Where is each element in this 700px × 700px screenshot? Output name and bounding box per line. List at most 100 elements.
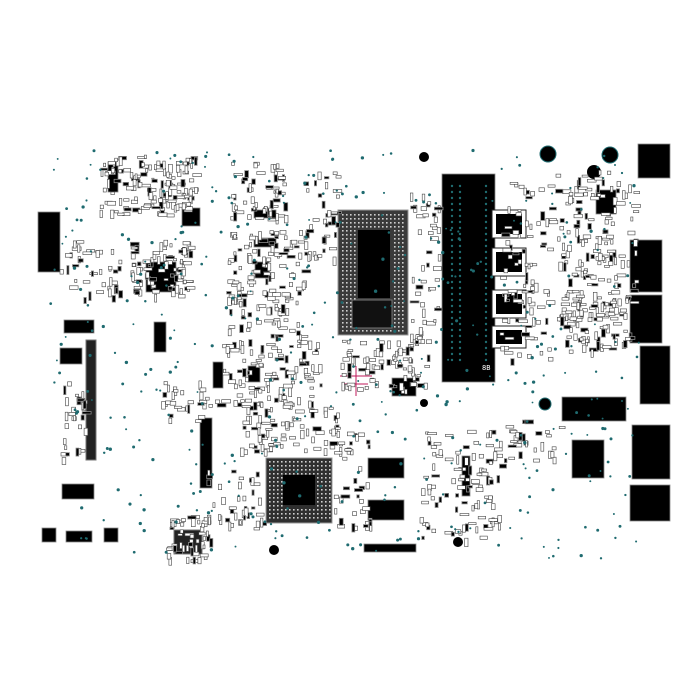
via: [392, 390, 395, 394]
bga-pin: [289, 513, 291, 515]
slot-hole: [450, 250, 454, 254]
via: [86, 320, 89, 324]
bga-pin: [285, 473, 287, 475]
bga-pin: [325, 477, 327, 479]
passive-component: [184, 165, 189, 174]
bga-pin: [402, 242, 404, 244]
passive-component: [273, 174, 278, 183]
bga-pin: [305, 461, 307, 463]
via: [391, 280, 395, 283]
passive-component: [367, 444, 371, 450]
via: [252, 155, 255, 159]
passive-component: [614, 257, 617, 266]
passive-component: [278, 176, 286, 180]
passive-component: [328, 247, 338, 251]
passive-component: [269, 407, 273, 413]
via: [507, 378, 510, 382]
passive-component: [241, 405, 251, 409]
passive-component: [545, 317, 549, 325]
passive-component: [102, 187, 107, 193]
passive-component: [491, 429, 497, 435]
passive-component: [454, 506, 459, 513]
passive-component: [555, 173, 562, 178]
passive-component: [254, 449, 260, 454]
passive-component: [216, 402, 227, 408]
passive-component: [568, 192, 574, 197]
passive-component: [496, 453, 503, 458]
passive-component: [633, 210, 640, 214]
passive-component: [610, 186, 614, 193]
via: [227, 196, 231, 200]
bga-pin: [398, 262, 400, 264]
passive-component: [206, 479, 211, 487]
slot-hole: [450, 310, 454, 314]
bga-pin: [354, 282, 356, 284]
bga-pin: [402, 266, 404, 268]
passive-component: [464, 537, 469, 548]
passive-component: [355, 434, 359, 442]
via: [246, 222, 250, 226]
passive-component: [427, 488, 432, 496]
passive-component: [247, 275, 255, 280]
passive-component: [618, 254, 626, 258]
bga-pin: [321, 477, 323, 479]
passive-component: [163, 381, 168, 386]
passive-component: [88, 291, 92, 301]
passive-component: [295, 300, 299, 306]
passive-component: [271, 346, 279, 350]
via: [282, 388, 285, 392]
bga-pin: [281, 517, 283, 519]
passive-component: [228, 521, 232, 532]
bga-pin: [402, 322, 404, 324]
bga-pin: [293, 517, 295, 519]
passive-component: [253, 162, 258, 169]
bga-pin: [309, 465, 311, 467]
passive-component: [145, 271, 150, 279]
passive-component: [275, 168, 284, 172]
bga-pin: [346, 302, 348, 304]
passive-component: [569, 327, 573, 333]
via: [553, 347, 557, 351]
passive-component: [77, 258, 84, 263]
passive-component: [585, 252, 590, 262]
passive-component: [317, 254, 323, 258]
passive-component: [312, 372, 320, 375]
passive-component: [321, 236, 327, 244]
passive-component: [267, 262, 272, 272]
passive-component: [301, 351, 307, 360]
passive-component: [278, 393, 283, 402]
passive-component: [501, 232, 511, 238]
bga-pin: [269, 481, 271, 483]
passive-component: [560, 302, 571, 306]
passive-component: [233, 270, 238, 275]
bga-pin: [354, 246, 356, 248]
via: [49, 302, 53, 305]
via: [551, 488, 555, 492]
via: [53, 381, 56, 384]
via: [612, 513, 615, 515]
via: [105, 447, 109, 450]
via: [603, 227, 606, 231]
passive-component: [471, 479, 480, 484]
passive-component: [347, 371, 352, 379]
bga-pin: [277, 509, 279, 511]
bga-pin: [321, 493, 323, 495]
passive-component: [591, 283, 599, 287]
passive-component: [117, 212, 125, 216]
via: [140, 390, 143, 393]
passive-component: [628, 184, 632, 194]
bga-pin: [329, 461, 331, 463]
bga-pin: [394, 266, 396, 268]
via: [144, 372, 148, 376]
slot-hole: [450, 358, 454, 362]
passive-component: [255, 320, 262, 325]
passive-component: [521, 332, 530, 337]
via: [352, 434, 355, 438]
bga-pin: [394, 214, 396, 216]
bga-pin: [346, 282, 348, 284]
bottom-left-pad-2: [65, 530, 93, 543]
passive-component: [255, 359, 262, 362]
bga-pin: [402, 214, 404, 216]
passive-component: [451, 478, 456, 485]
passive-component: [483, 524, 489, 529]
